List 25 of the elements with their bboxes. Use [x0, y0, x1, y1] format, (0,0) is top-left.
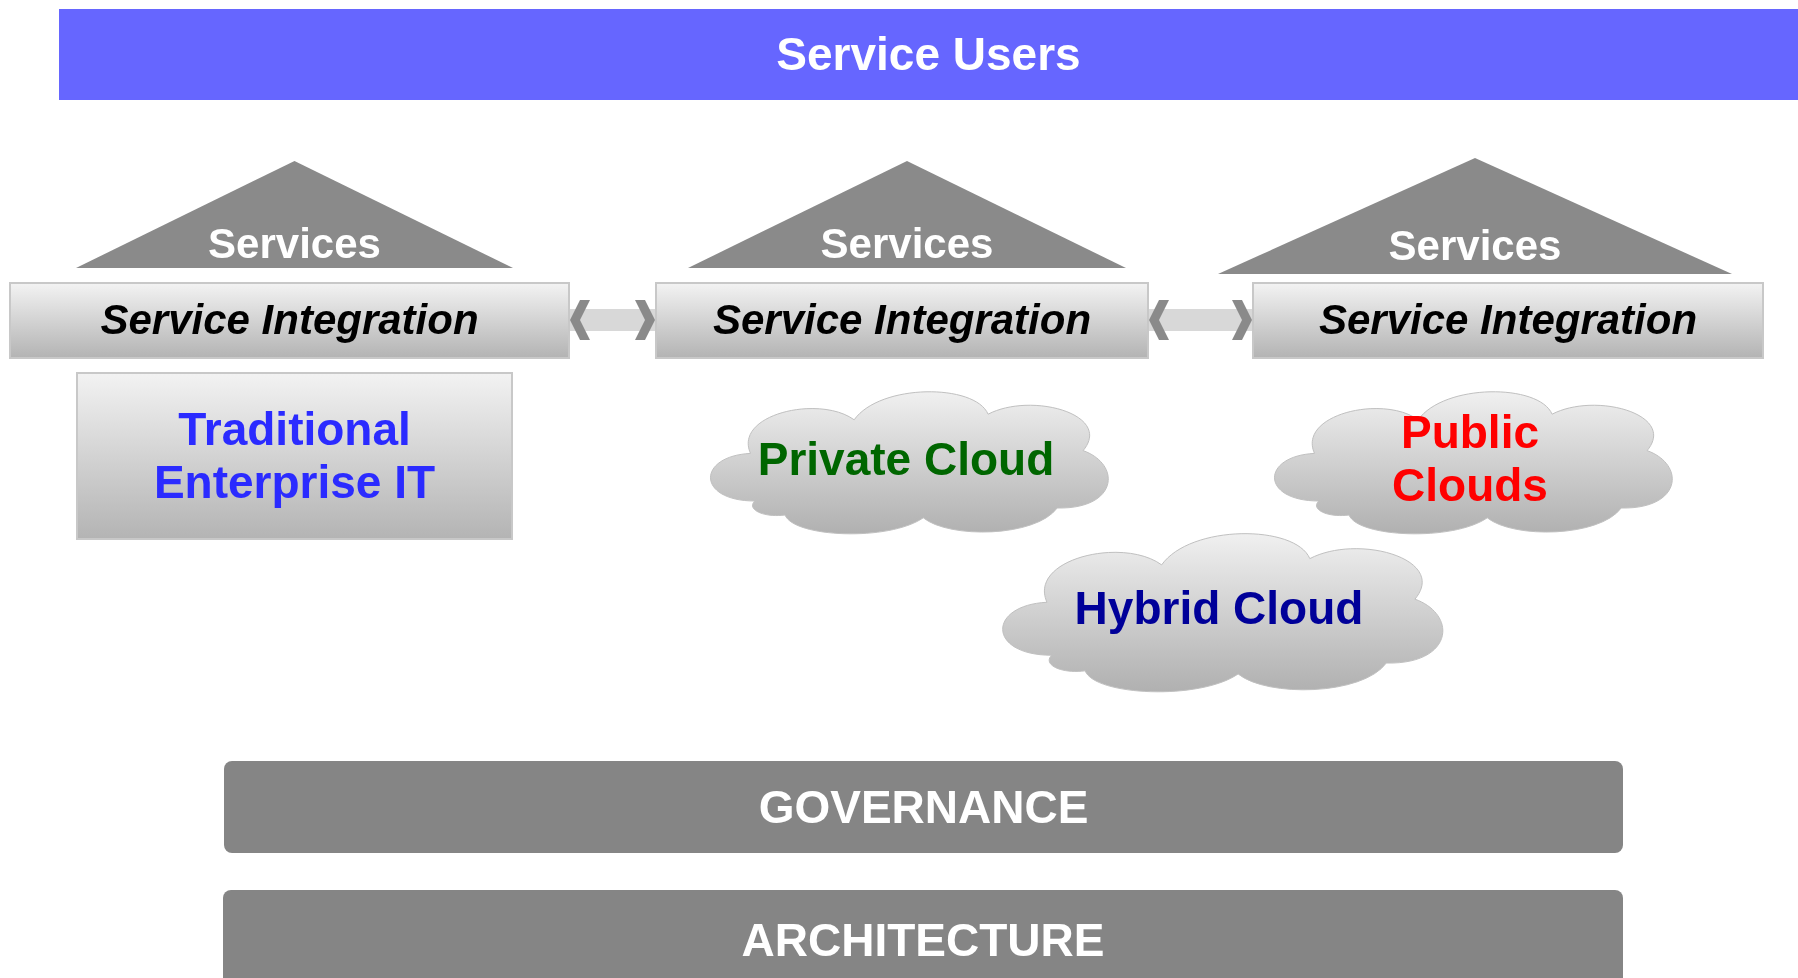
integration-bar	[1252, 282, 1764, 359]
header-band	[59, 9, 1798, 100]
bar-label: ARCHITECTURE	[741, 913, 1105, 967]
band-title: Service Users	[776, 28, 1081, 81]
double-chevron-connector	[570, 300, 655, 340]
roof-label: Services	[1388, 221, 1562, 271]
cloud-label: Hybrid Cloud	[1074, 582, 1364, 635]
box-label: Traditional Enterprise IT	[152, 403, 437, 509]
cloud-label: Public Clouds	[1391, 406, 1549, 512]
triangle-roof	[1218, 158, 1732, 274]
integration-bar	[9, 282, 570, 359]
double-chevron-connector	[1149, 300, 1252, 340]
bar-label: Service Integration	[1318, 296, 1698, 345]
roof-label: Services	[820, 220, 994, 269]
bar-label: Service Integration	[100, 296, 479, 345]
bar-label: GOVERNANCE	[758, 780, 1089, 834]
layer-bar	[223, 890, 1623, 978]
cloud-label: Private Cloud	[757, 432, 1055, 486]
roof-label: Services	[208, 220, 381, 269]
layer-bar	[224, 761, 1623, 853]
triangle-roof	[688, 161, 1126, 268]
bar-label: Service Integration	[712, 296, 1092, 345]
platform-box	[76, 372, 513, 540]
integration-bar	[655, 282, 1149, 359]
triangle-roof	[76, 161, 513, 268]
